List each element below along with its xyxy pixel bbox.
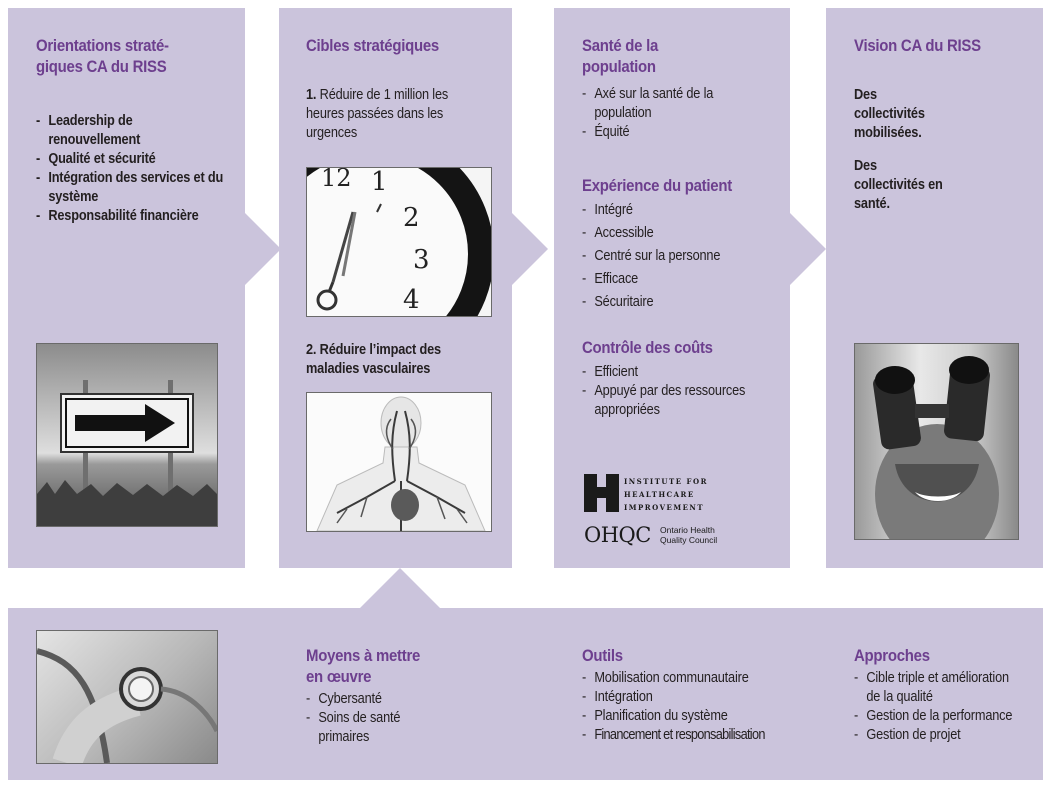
vision-line-2: Des collectivités en santé. xyxy=(854,157,951,214)
binoculars-icon xyxy=(855,344,1018,539)
ihi-mark-icon xyxy=(584,474,620,512)
ihi-line: Healthcare xyxy=(624,488,708,501)
arrow-right-3 xyxy=(790,213,826,285)
clock-numeral: 1 xyxy=(371,168,388,197)
list-item: Mobilisation communautaire xyxy=(582,669,811,688)
orientations-list: Leadership de renouvellement Qualité et … xyxy=(36,112,238,226)
arrow-up xyxy=(360,568,440,608)
list-item: Équité xyxy=(582,123,776,142)
target-2: 2. Réduire l’impact des maladies vascula… xyxy=(306,341,482,379)
ohqc-logo: OHQC Ontario Health Quality Council xyxy=(584,522,734,552)
outils-heading: Outils xyxy=(582,645,714,666)
sante-population-list: Axé sur la santé de la population Équité xyxy=(582,85,776,142)
ihi-line: Institute for xyxy=(624,475,708,488)
target-1-number: 1. xyxy=(306,87,316,103)
ihi-logo: Institute for Healthcare Improvement xyxy=(584,474,724,514)
clock-icon: 12 1 2 3 4 xyxy=(307,168,491,316)
ohqc-mark: OHQC xyxy=(584,522,651,548)
clock-numeral: 4 xyxy=(403,285,420,315)
list-item: Soins de santé primaires xyxy=(306,709,437,747)
target-1: 1. Réduire de 1 million les heures passé… xyxy=(306,86,473,143)
sante-population-heading: Santé de la population xyxy=(582,35,679,77)
vascular-body-photo xyxy=(306,392,492,532)
moyens-list: Cybersanté Soins de santé primaires xyxy=(306,690,500,747)
stethoscope-icon xyxy=(37,631,217,763)
list-item: Planification du système xyxy=(582,707,811,726)
list-item: Efficient xyxy=(582,363,776,382)
clock-numeral: 3 xyxy=(413,245,430,275)
approches-heading: Approches xyxy=(854,645,986,666)
list-item: Intégration xyxy=(582,688,811,707)
outils-list: Mobilisation communautaire Intégration P… xyxy=(582,669,811,745)
cibles-heading: Cibles stratégiques xyxy=(306,35,482,56)
moyens-heading: Moyens à mettre en œuvre xyxy=(306,645,438,687)
experience-patient-heading: Expérience du patient xyxy=(582,175,793,196)
stethoscope-photo xyxy=(36,630,218,764)
ihi-text: Institute for Healthcare Improvement xyxy=(624,475,708,514)
clock-numeral: 12 xyxy=(321,168,352,192)
list-item: Axé sur la santé de la population xyxy=(582,85,735,123)
list-item: Gestion de la performance xyxy=(854,707,1039,726)
list-item: Centré sur la personne xyxy=(582,247,776,266)
target-1-text: Réduire de 1 million les heures passées … xyxy=(306,87,448,141)
clock-numeral: 2 xyxy=(403,203,420,233)
list-item: Accessible xyxy=(582,224,776,243)
experience-patient-list: Intégré Accessible Centré sur la personn… xyxy=(582,201,776,312)
list-item: Gestion de projet xyxy=(854,726,1039,745)
ihi-line: Improvement xyxy=(624,501,708,514)
controle-couts-heading: Contrôle des coûts xyxy=(582,337,793,358)
target-2-text: Réduire l’impact des maladies vasculaire… xyxy=(306,342,441,377)
list-item: Appuyé par des ressources appropriées xyxy=(582,382,748,420)
list-item: Intégré xyxy=(582,201,776,220)
list-item: Leadership de renouvellement xyxy=(36,112,180,150)
list-item: Financement et responsabilisation xyxy=(582,726,811,745)
clock-scissors-photo: 12 1 2 3 4 xyxy=(306,167,492,317)
list-item: Qualité et sécurité xyxy=(36,150,238,169)
vision-heading: Vision CA du RISS xyxy=(854,35,1030,56)
binoculars-photo xyxy=(854,343,1019,540)
arrow-sign-icon xyxy=(37,344,217,526)
arrow-right-1 xyxy=(245,213,281,285)
list-item: Cible triple et amélioration de la quali… xyxy=(854,669,1012,707)
ohqc-name: Ontario Health Quality Council xyxy=(660,525,726,545)
list-item: Responsabilité financière xyxy=(36,207,238,226)
orientations-heading: Orientations straté-giques CA du RISS xyxy=(36,35,193,77)
vascular-system-icon xyxy=(307,393,491,531)
direction-sign-photo xyxy=(36,343,218,527)
arrow-right-2 xyxy=(512,213,548,285)
controle-couts-list: Efficient Appuyé par des ressources appr… xyxy=(582,363,776,420)
list-item: Efficace xyxy=(582,270,776,289)
target-2-number: 2. xyxy=(306,342,316,358)
vision-line-1: Des collectivités mobilisées. xyxy=(854,86,951,143)
approches-list: Cible triple et amélioration de la quali… xyxy=(854,669,1039,745)
list-item: Cybersanté xyxy=(306,690,500,709)
list-item: Intégration des services et du système xyxy=(36,169,224,207)
list-item: Sécuritaire xyxy=(582,293,776,312)
